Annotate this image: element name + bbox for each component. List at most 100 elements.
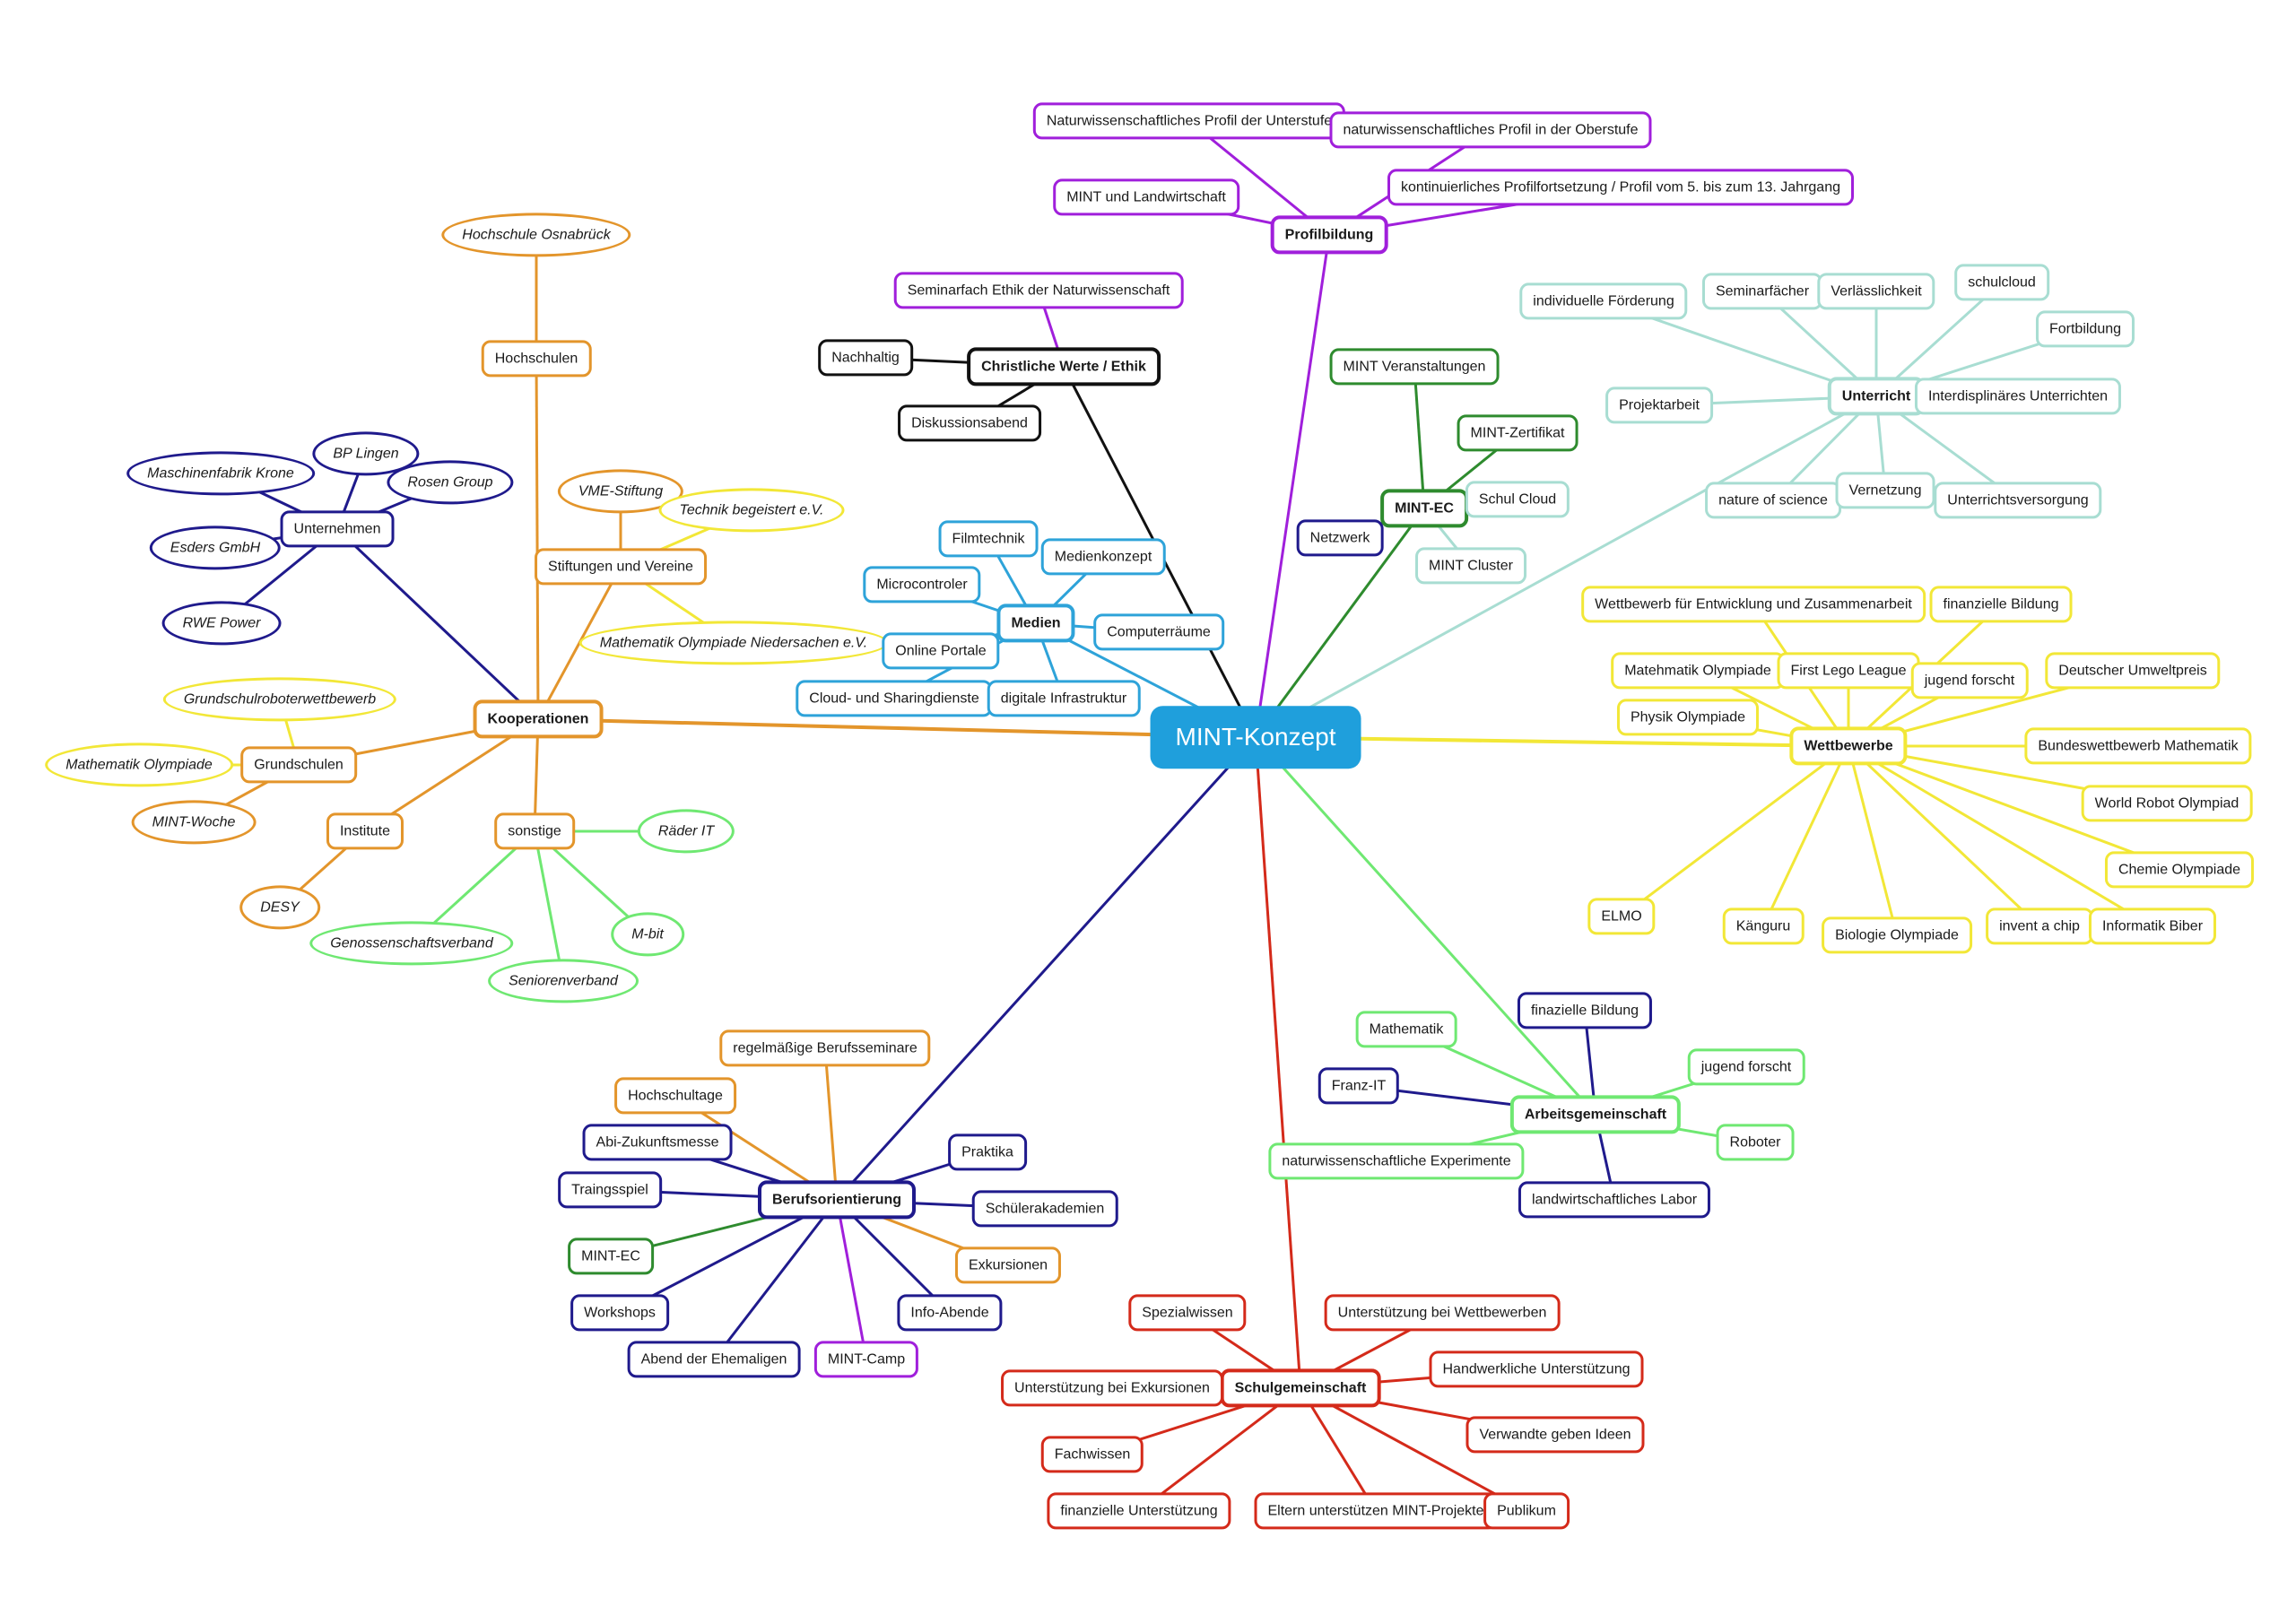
node-mintec-cloud: Schul Cloud	[1465, 481, 1570, 518]
node-mintec-zertifikat: MINT-Zertifikat	[1457, 414, 1578, 452]
node-mintec-cluster: MINT Cluster	[1415, 547, 1526, 585]
edge-schule-s-publikum	[1300, 1386, 1527, 1513]
node-ethik-nachhaltig: Nachhaltig	[818, 339, 913, 377]
node-w-chip: invent a chip	[1986, 908, 2093, 945]
node-desy: DESY	[239, 885, 320, 930]
node-mintec-veranst: MINT Veranstaltungen	[1329, 348, 1500, 386]
node-ag-finanz: finazielle Bildung	[1517, 992, 1653, 1029]
node-mintec-netzwerk: Netzwerk	[1296, 519, 1384, 557]
node-profil-fortsetzung: kontinuierliches Profilfortsetzung / Pro…	[1387, 169, 1855, 206]
edge-beruf-b-seminare	[823, 1047, 839, 1201]
node-raeder-it: Räder IT	[637, 809, 735, 854]
node-profil-landwirtschaft: MINT und Landwirtschaft	[1053, 178, 1239, 216]
node-unternehmen: Unternehmen	[280, 510, 395, 548]
edge-center-mintec	[1254, 508, 1426, 738]
node-s-wettbewerbe: Unterstützung bei Wettbewerben	[1324, 1294, 1561, 1332]
node-ethik-diskussion: Diskussionsabend	[898, 404, 1041, 442]
node-ethik-seminarfach: Seminarfach Ethik der Naturwissenschaft	[893, 272, 1184, 309]
node-w-jufo: jugend forscht	[1910, 662, 2029, 699]
node-u-schulcloud: schulcloud	[1954, 264, 2049, 301]
node-center: MINT-Konzept	[1150, 706, 1361, 769]
edge-center-profil	[1254, 234, 1331, 738]
node-mathe-olymp-gs: Mathematik Olympiade	[45, 743, 233, 787]
node-b-traings: Traingsspiel	[558, 1171, 662, 1209]
edge-sonstige-senioren	[533, 830, 565, 982]
node-s-publikum: Publikum	[1483, 1492, 1570, 1530]
node-b-akademien: Schülerakademien	[971, 1190, 1118, 1228]
node-genossenschaft: Genossenschaftsverband	[309, 921, 514, 966]
edge-wettbewerbe-w-elmo	[1621, 744, 1849, 918]
node-w-chemie: Chemie Olympiade	[2104, 851, 2255, 889]
edge-koop-unternehmen	[335, 527, 540, 721]
node-ag-mathe: Mathematik	[1355, 1011, 1457, 1048]
node-u-verlaesslich: Verlässlichkeit	[1817, 273, 1935, 310]
node-s-fachwissen: Fachwissen	[1040, 1436, 1144, 1473]
node-ag-franz: Franz-IT	[1318, 1067, 1400, 1105]
edge-center-beruf	[835, 735, 1257, 1202]
node-medien-online: Online Portale	[882, 632, 1000, 670]
edge-mintec-mintec-veranst	[1413, 366, 1426, 509]
node-profil-oberstufe: naturwissenschaftliches Profil in der Ob…	[1329, 111, 1652, 149]
node-medien-computer: Computerräume	[1093, 613, 1224, 651]
node-b-ehemalige: Abend der Ehemaligen	[627, 1341, 801, 1378]
node-wettbewerbe: Wettbewerbe	[1789, 726, 1908, 766]
node-s-exkursionen: Unterstützung bei Exkursionen	[1001, 1369, 1223, 1407]
node-s-finanziell: finanzielle Unterstützung	[1047, 1492, 1231, 1530]
node-medien: Medien	[996, 604, 1075, 643]
node-w-umwelt: Deutscher Umweltpreis	[2045, 652, 2221, 690]
node-technik-begeistert: Technik begeistert e.V.	[658, 488, 845, 533]
node-s-eltern: Eltern unterstützen MINT-Projekte	[1254, 1492, 1498, 1530]
edge-center-ag	[1254, 735, 1597, 1116]
node-b-seminare: regelmäßige Berufsseminare	[719, 1029, 931, 1067]
node-maschinenfabrik: Maschinenfabrik Krone	[126, 451, 315, 496]
node-u-projekt: Projektarbeit	[1605, 386, 1713, 424]
node-sonstige: sonstige	[494, 812, 575, 850]
node-s-verwandte: Verwandte geben Ideen	[1465, 1416, 1645, 1454]
node-m-bit: M-bit	[611, 912, 684, 957]
edge-center-koop	[537, 717, 1257, 739]
node-rosen-group: Rosen Group	[387, 460, 514, 505]
node-b-info: Info-Abende	[897, 1294, 1003, 1332]
node-hochschulen: Hochschulen	[481, 340, 592, 378]
node-w-finanz: finanzielle Bildung	[1929, 586, 2073, 623]
node-w-biber: Informatik Biber	[2088, 908, 2217, 945]
edge-wettbewerbe-w-kaenguru	[1761, 745, 1850, 927]
node-w-bio: Biologie Olympiade	[1822, 916, 1972, 954]
node-medien-konzept: Medienkonzept	[1040, 538, 1166, 576]
node-w-lego: First Lego League	[1777, 652, 1920, 690]
node-u-versorgung: Unterrichtsversorgung	[1934, 482, 2102, 519]
node-hs-osnabrueck: Hochschule Osnabrück	[441, 213, 631, 257]
node-w-bundes: Bundeswettbewerb Mathematik	[2024, 727, 2252, 765]
node-b-mintec: MINT-EC	[568, 1238, 654, 1275]
node-esders: Esders GmbH	[149, 525, 282, 570]
node-ag-jufo: jugend forscht	[1687, 1048, 1805, 1086]
node-s-handwerk: Handwerkliche Unterstützung	[1429, 1350, 1644, 1388]
node-u-vernetzung: Vernetzung	[1835, 472, 1935, 509]
node-b-praktika: Praktika	[948, 1133, 1027, 1171]
node-mathe-olymp-nds: Mathematik Olympiade Niedersachen e.V.	[578, 621, 889, 665]
edge-wettbewerbe-w-biber	[1848, 744, 2153, 928]
node-mintec: MINT-EC	[1380, 489, 1468, 528]
edge-schule-s-finanziell	[1138, 1386, 1301, 1513]
node-stiftungen: Stiftungen und Vereine	[535, 548, 707, 586]
node-schule: Schulgemeinschaft	[1220, 1368, 1381, 1408]
node-mint-woche: MINT-Woche	[131, 800, 257, 845]
node-b-camp: MINT-Camp	[813, 1341, 919, 1378]
node-rwe: RWE Power	[161, 601, 282, 646]
node-grundschulroboter: Grundschulroboterwettbewerb	[162, 677, 397, 722]
node-w-physik: Physik Olympiade	[1616, 699, 1760, 736]
node-unterricht: Unterricht	[1827, 377, 1926, 416]
node-u-nature: nature of science	[1705, 482, 1841, 519]
edge-center-unterricht	[1255, 395, 1877, 739]
node-b-abi: Abi-Zukunftsmesse	[582, 1124, 733, 1161]
node-b-workshops: Workshops	[570, 1294, 669, 1332]
node-ag-roboter: Roboter	[1716, 1124, 1795, 1161]
edge-beruf-b-ehemalige	[712, 1199, 839, 1360]
node-s-spezial: Spezialwissen	[1128, 1294, 1247, 1332]
node-institute: Institute	[326, 812, 404, 850]
node-medien-micro: Microcontroler	[863, 566, 981, 604]
edge-wettbewerbe-w-bio	[1847, 745, 1899, 936]
node-w-robot: World Robot Olympiad	[2081, 785, 2253, 822]
node-profil: Profilbildung	[1270, 215, 1388, 255]
edge-beruf-b-camp	[835, 1199, 868, 1360]
